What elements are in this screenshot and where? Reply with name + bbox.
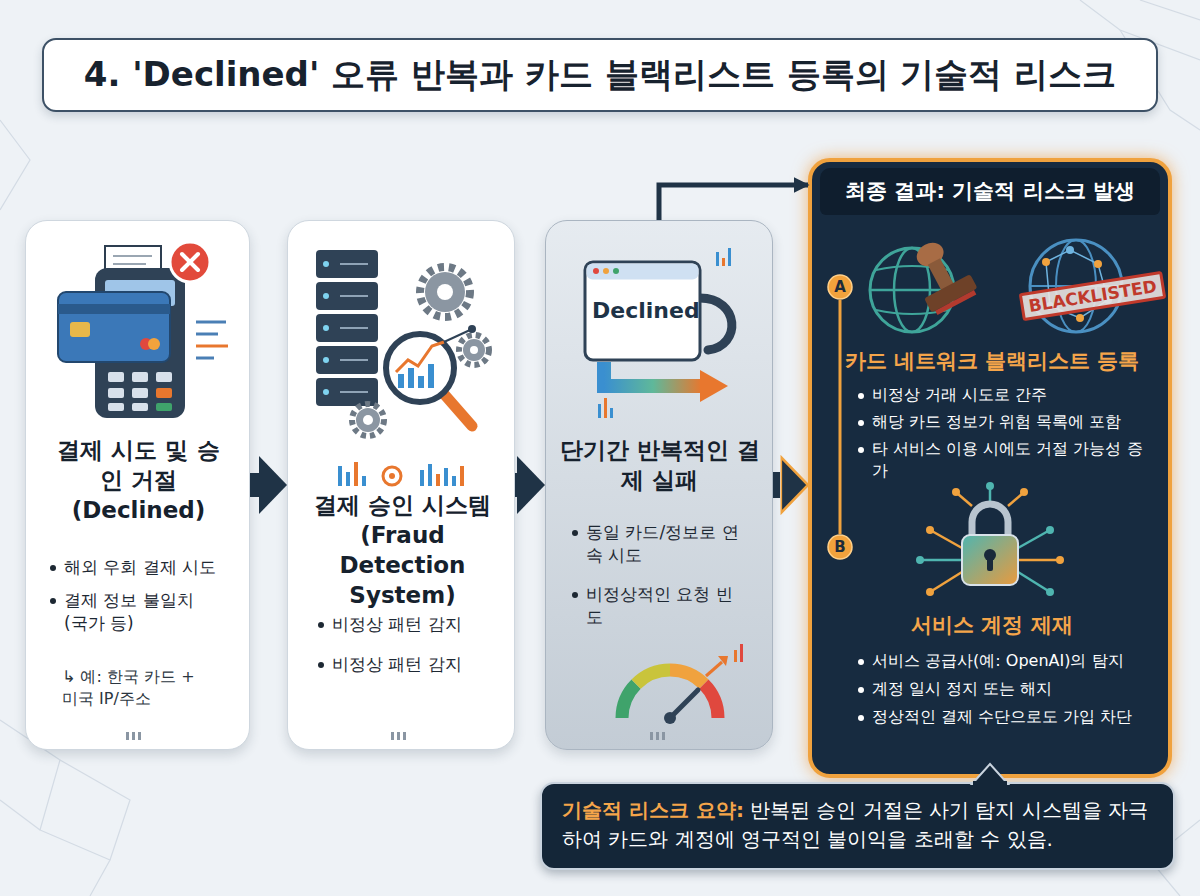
- flow-arrow: [250, 473, 287, 497]
- background-network: [1140, 0, 1200, 20]
- flow-arrow: [515, 473, 545, 497]
- bullet-text: 해당 카드 정보가 위험 목록에 포함: [856, 411, 1146, 433]
- bullet-text: 서비스 공급사(예: OpenAI)의 탐지: [856, 650, 1156, 672]
- bullet-text: 계정 일시 정지 또는 해지: [856, 678, 1156, 700]
- flow-arrow: [773, 472, 808, 498]
- bullet-text: 비정상 거래 시도로 간주: [856, 384, 1146, 406]
- bullet-text: 비정상적인 요청 빈도: [570, 583, 745, 629]
- section-badge: B: [827, 534, 853, 560]
- background-network: [0, 120, 30, 210]
- step-panel: 결제 승인 시스템 (Fraud Detection System)비정상 패턴…: [287, 220, 515, 750]
- bullet-text: 해외 우회 결제 시도: [48, 556, 238, 579]
- bullet-text: 비정상 패턴 감지: [316, 613, 511, 636]
- bullet-text: 타 서비스 이용 시에도 거절 가능성 증가: [856, 438, 1146, 481]
- bullet-text: 비정상 패턴 감지: [316, 653, 511, 676]
- background-network: [0, 800, 40, 830]
- step-panel: 결제 시도 및 승인 거절 (Declined) 해외 우회 결제 시도결제 정보…: [25, 220, 250, 750]
- section-heading: 서비스 계정 제재: [832, 612, 1152, 639]
- bullet-text: 결제 정보 불일치 (국가 등): [48, 589, 213, 635]
- title-text: 4. 'Declined' 오류 반복과 카드 블랙리스트 등록의 기술적 리스…: [84, 52, 1116, 98]
- result-panel: A B 최종 결과: 기술적 리스크 발생카드 네트워크 블랙리스트 등록비정상 거…: [808, 158, 1172, 778]
- badge-circle: [828, 275, 852, 299]
- window-label: Declined: [592, 298, 692, 323]
- panel-heading: 단기간 반복적인 결제 실패: [560, 436, 760, 496]
- title-box: 4. 'Declined' 오류 반복과 카드 블랙리스트 등록의 기술적 리스…: [42, 38, 1158, 112]
- panel-heading: 결제 시도 및 승인 거절 (Declined): [56, 436, 221, 526]
- section-badge: A: [827, 274, 853, 300]
- badge-letter: B: [827, 534, 853, 560]
- elbow-arrow: [659, 185, 808, 220]
- background-network: [60, 760, 130, 860]
- badge-circle: [828, 535, 852, 559]
- bullet-text: 동일 카드/정보로 연속 시도: [570, 521, 750, 567]
- summary-paragraph: 기술적 리스크 요약:반복된 승인 거절은 사기 탐지 시스템을 자극하여 카드…: [562, 796, 1157, 854]
- result-heading: 최종 결과: 기술적 리스크 발생: [820, 168, 1160, 215]
- panel-heading: 결제 승인 시스템 (Fraud Detection System): [295, 491, 510, 611]
- badge-letter: A: [827, 274, 853, 300]
- summary-label: 기술적 리스크 요약:: [562, 798, 744, 822]
- example-note: ↳ 예: 한국 카드 + 미국 IP/주소: [62, 666, 212, 709]
- bullet-text: 정상적인 결제 수단으로도 가입 차단: [856, 706, 1156, 728]
- summary-callout: 기술적 리스크 요약:반복된 승인 거절은 사기 탐지 시스템을 자극하여 카드…: [540, 782, 1175, 870]
- section-heading: 카드 네트워크 블랙리스트 등록: [832, 348, 1152, 375]
